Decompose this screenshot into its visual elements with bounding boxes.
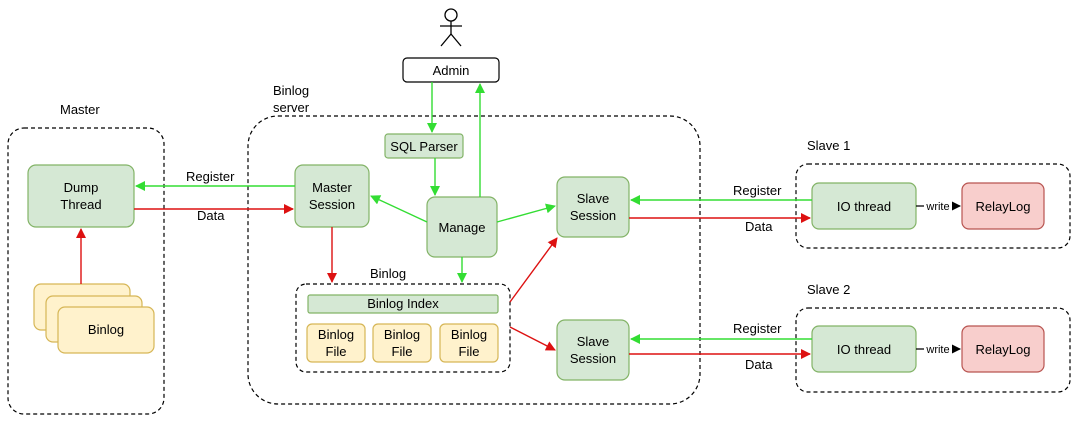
io-thread-1-label: IO thread	[837, 199, 891, 214]
master-session-label-1: Master	[312, 180, 352, 195]
manage-label: Manage	[439, 220, 486, 235]
relaylog-2-label: RelayLog	[976, 342, 1031, 357]
slave2-label: Slave 2	[807, 282, 850, 297]
binlog-server-label: Binlog	[273, 83, 309, 98]
admin-box[interactable]	[402, 57, 500, 83]
relaylog-1-label: RelayLog	[976, 199, 1031, 214]
dump-thread-box[interactable]	[27, 164, 135, 228]
write-2-label: write	[925, 344, 949, 356]
write-2-label-bg	[924, 342, 952, 355]
master-binlog-box[interactable]	[57, 306, 155, 354]
arrow-binlog-to-slavesession2	[509, 326, 556, 351]
binlog-server-label-line2: server	[273, 100, 310, 115]
sql-parser-box[interactable]	[384, 133, 464, 159]
slave-session-1-label-2: Session	[570, 208, 616, 223]
binlog-server-group	[247, 115, 701, 405]
arrow-manage-to-mastersession	[370, 195, 428, 223]
register-master-label: Register	[186, 169, 235, 184]
binlog-file-c-label-1: Binlog	[451, 327, 487, 342]
register-slave1-label: Register	[733, 183, 782, 198]
data-master-label: Data	[197, 208, 225, 223]
admin-user-icon	[440, 8, 462, 47]
binlog-file-b-label-2: File	[392, 344, 413, 359]
slave-session-1-box[interactable]	[556, 176, 630, 238]
write-1-label: write	[925, 201, 949, 213]
master-group	[7, 127, 165, 415]
register-slave2-label: Register	[733, 321, 782, 336]
binlog-index-label: Binlog Index	[367, 296, 439, 311]
slave2-group	[795, 307, 1071, 393]
binlog-file-c-box[interactable]	[439, 323, 499, 363]
slave-session-2-label-2: Session	[570, 351, 616, 366]
data-slave1-label: Data	[745, 219, 773, 234]
binlog-index-box[interactable]	[307, 294, 499, 314]
binlog-file-c-label-2: File	[459, 344, 480, 359]
arrow-binlog-to-slavesession1	[509, 237, 558, 303]
binlog-group-label: Binlog	[370, 266, 406, 281]
binlog-file-b-box[interactable]	[372, 323, 432, 363]
dump-thread-label-1: Dump	[64, 180, 99, 195]
master-label: Master	[60, 102, 100, 117]
binlog-file-a-box[interactable]	[306, 323, 366, 363]
slave1-label: Slave 1	[807, 138, 850, 153]
master-binlog-label: Binlog	[88, 322, 124, 337]
binlog-file-a-label-2: File	[326, 344, 347, 359]
relaylog-1-box[interactable]	[961, 182, 1045, 230]
binlog-file-b-label-1: Binlog	[384, 327, 420, 342]
master-session-box[interactable]	[294, 164, 370, 228]
slave-session-2-label-1: Slave	[577, 334, 610, 349]
master-session-label-2: Session	[309, 197, 355, 212]
admin-label: Admin	[433, 63, 470, 78]
sql-parser-label: SQL Parser	[390, 139, 458, 154]
relaylog-2-box[interactable]	[961, 325, 1045, 373]
io-thread-2-label: IO thread	[837, 342, 891, 357]
slave-session-1-label-1: Slave	[577, 191, 610, 206]
slave1-group	[795, 163, 1071, 249]
arrow-manage-to-slavesession1	[496, 203, 556, 223]
data-slave2-label: Data	[745, 357, 773, 372]
write-1-label-bg	[924, 199, 952, 212]
slave-session-2-box[interactable]	[556, 319, 630, 381]
binlog-file-a-label-1: Binlog	[318, 327, 354, 342]
dump-thread-label-2: Thread	[60, 197, 101, 212]
